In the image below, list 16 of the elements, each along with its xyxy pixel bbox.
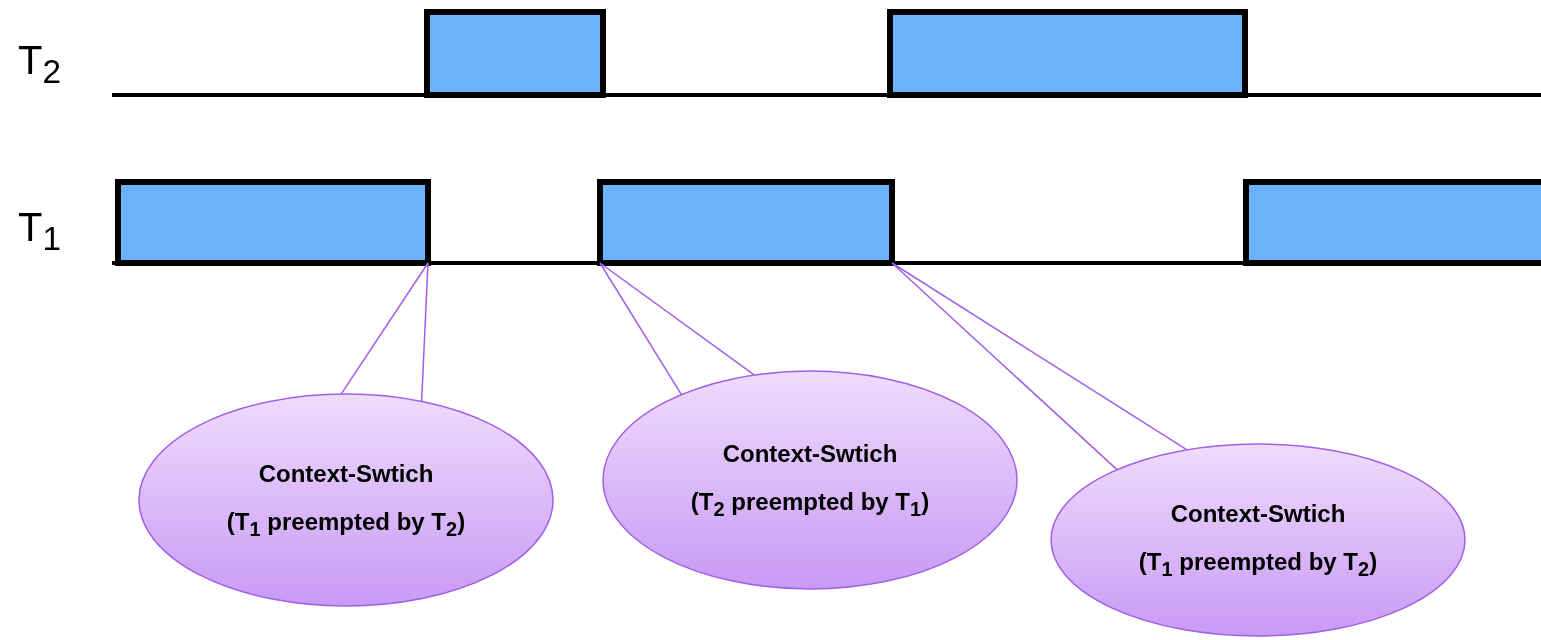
callout-title: Context-Swtich xyxy=(258,459,434,488)
task-bar xyxy=(1243,179,1541,266)
callout-tail xyxy=(340,262,429,403)
task-bar xyxy=(887,9,1248,98)
callout-tail xyxy=(891,262,1188,471)
callout-text: (T$_{1}$ preempted by T$_{2}$) xyxy=(1138,547,1378,581)
row-label: T$_{1}$ xyxy=(18,205,61,258)
callout-text: (T$_{2}$ preempted by T$_{1}$) xyxy=(690,487,930,521)
callout-text: (T$_{1}$ preempted by T$_{2}$) xyxy=(226,507,466,541)
task-bar xyxy=(424,9,606,98)
callout-tail xyxy=(599,262,756,396)
task-bar xyxy=(115,179,431,266)
task-bar xyxy=(597,179,895,266)
row-label: T$_{2}$ xyxy=(18,38,61,91)
callout-title: Context-Swtich xyxy=(1170,499,1346,528)
callout-title: Context-Swtich xyxy=(722,439,898,468)
